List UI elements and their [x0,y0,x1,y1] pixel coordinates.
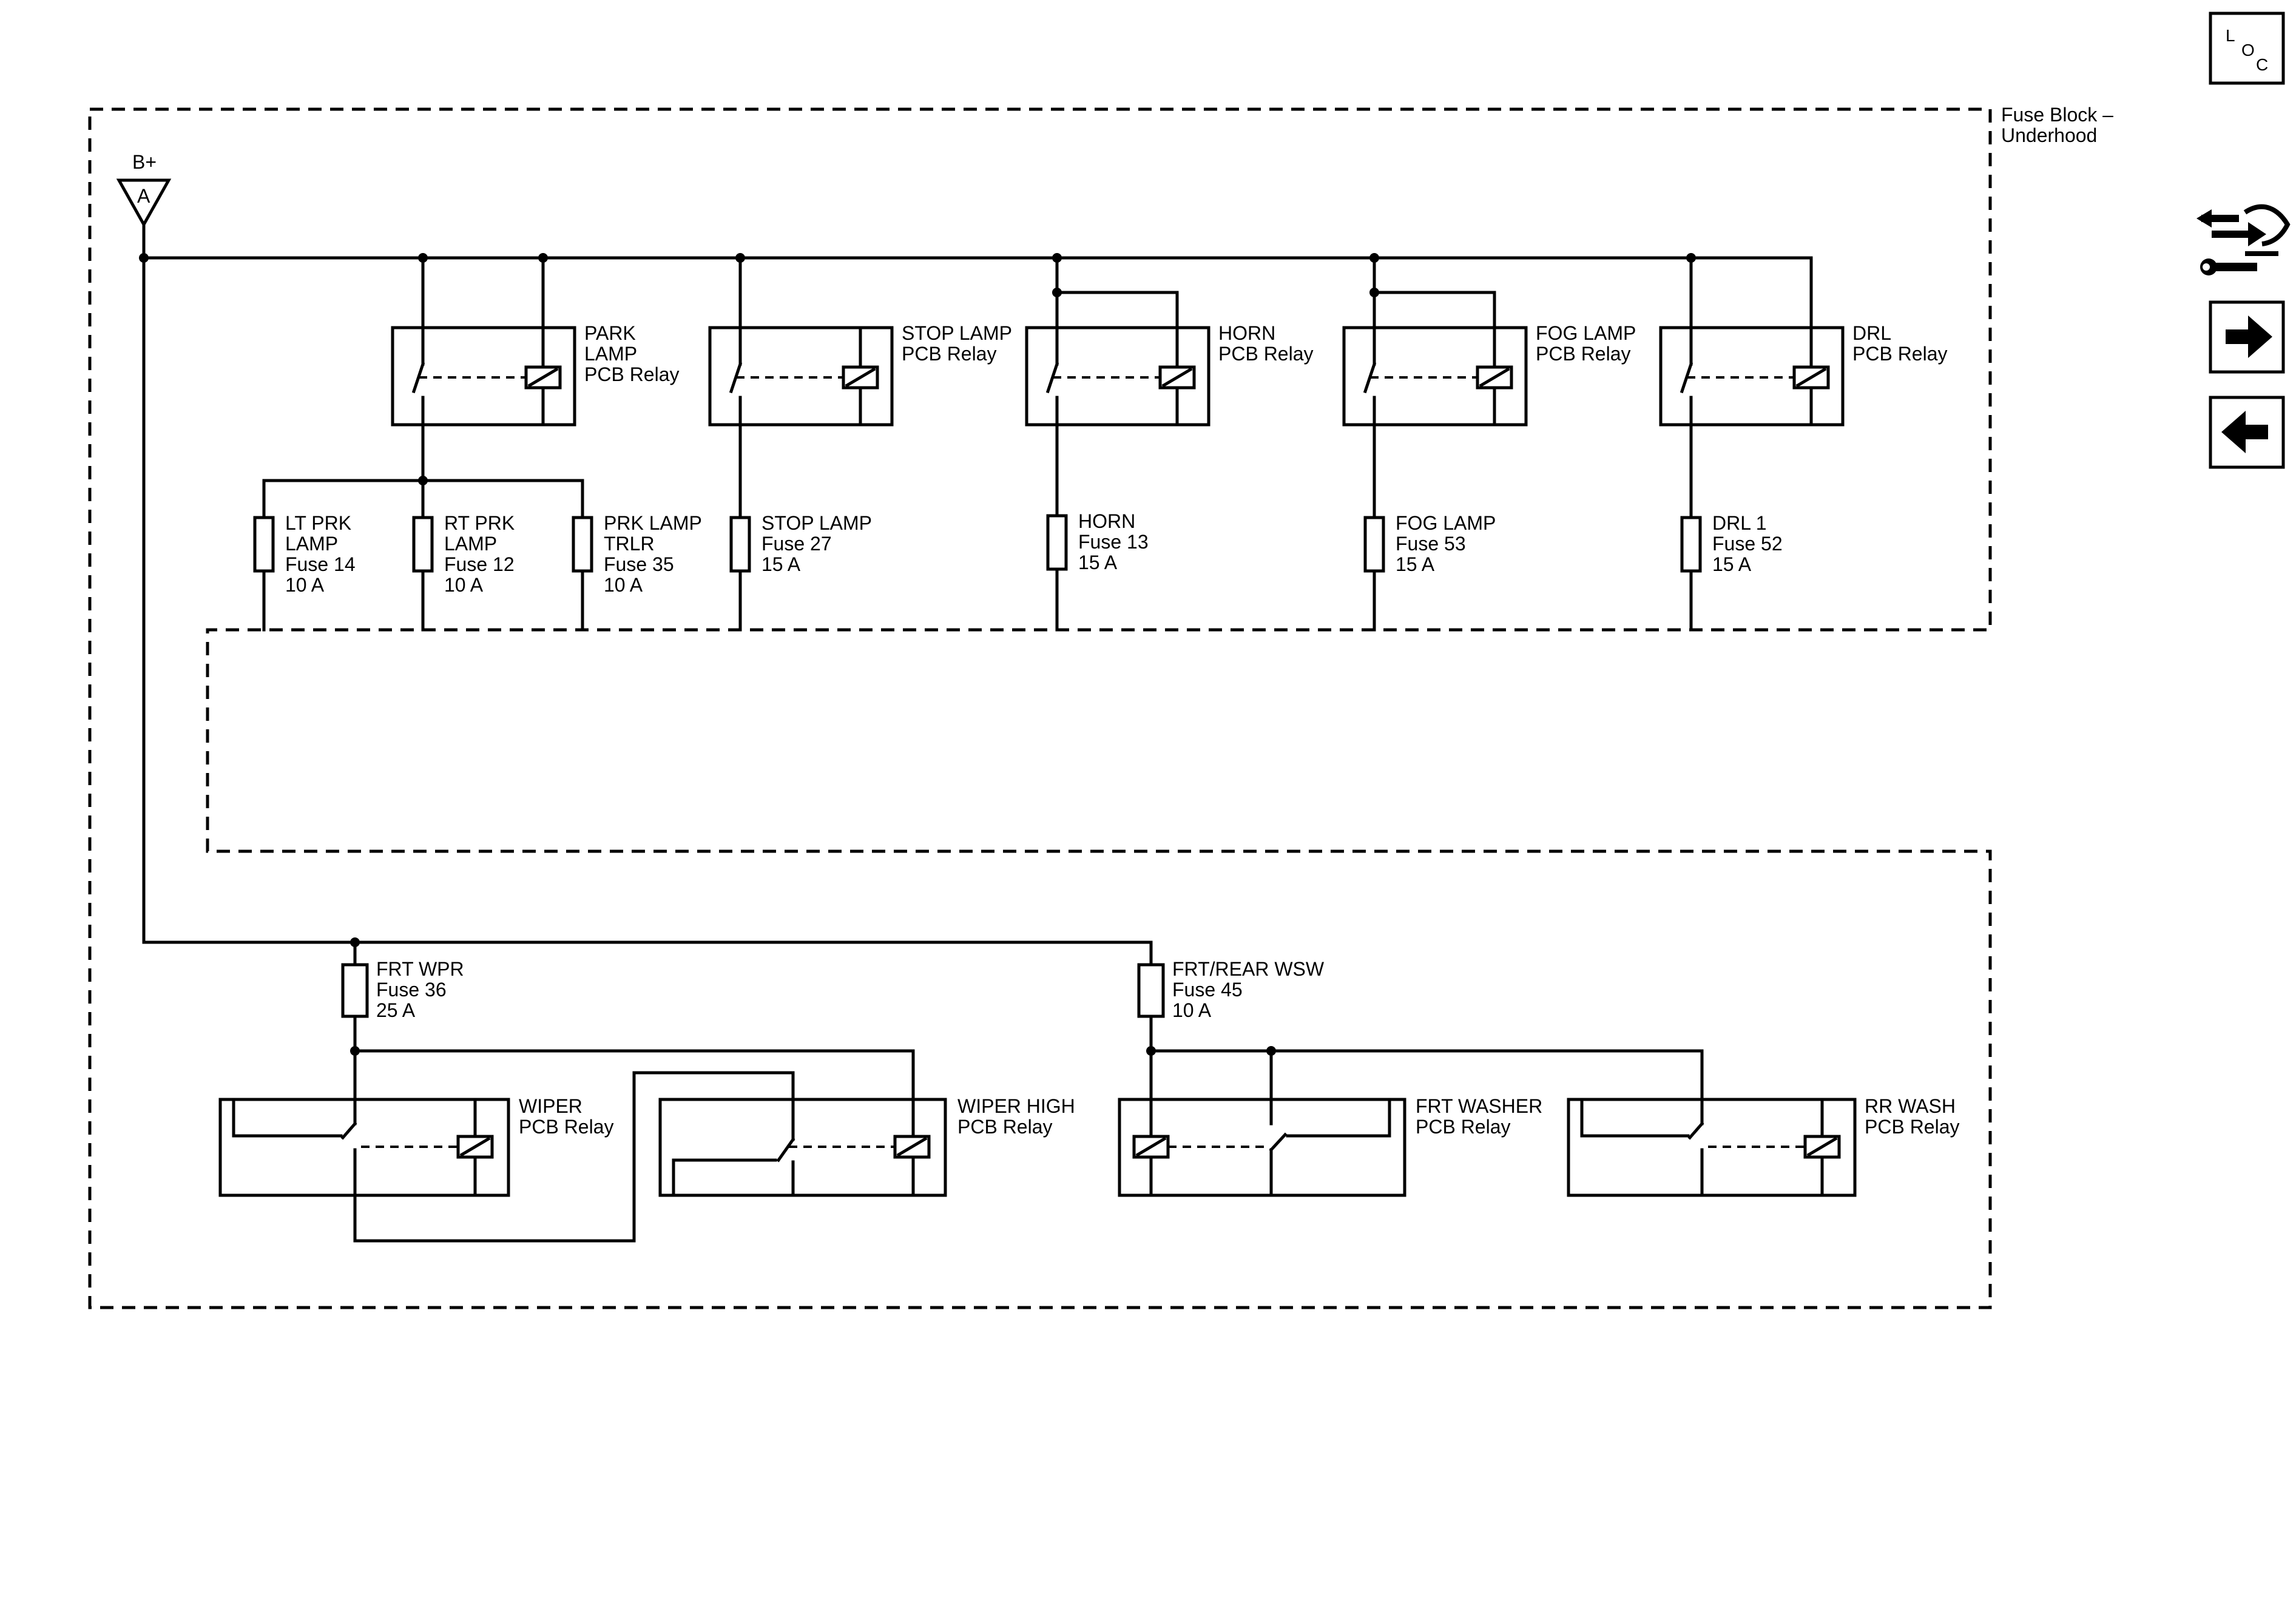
fuse-label-36-2: Fuse 36 [376,979,447,1001]
loc-letter-c: C [2256,55,2268,74]
relay-label-drl-1: DRL [1852,322,1891,344]
fuse-label-13-2: Fuse 13 [1078,531,1149,553]
fuse-label-27-3: 15 A [761,553,801,575]
relay-label-rr-wash-1: RR WASH [1865,1095,1956,1117]
fuse-label-45-3: 10 A [1172,999,1212,1021]
fuse-lt-prk-lamp [253,479,275,632]
fuse-label-36-3: 25 A [376,999,416,1021]
fuse-label-52-1: DRL 1 [1712,512,1767,534]
fuse-drl-1 [1680,423,1702,632]
fuse-label-53-3: 15 A [1396,553,1435,575]
relay-label-rr-wash-2: PCB Relay [1865,1116,1960,1138]
stop-lamp-relay [708,253,894,427]
rr-wash-relay [1567,1049,1857,1197]
fuse-label-12-2: LAMP [444,533,497,555]
fuse-fog-lamp [1363,423,1385,632]
loc-letter-o: O [2241,41,2255,59]
fuse-label-27-2: Fuse 27 [761,533,832,555]
relay-label-fog-2: PCB Relay [1536,343,1631,365]
relay-label-park-2: LAMP [584,343,637,365]
fuse-label-12-4: 10 A [444,574,484,596]
horn-relay [1025,253,1210,427]
fuse-stop-lamp [729,423,751,632]
fuse-label-14-4: 10 A [285,574,325,596]
fuse-label-45-2: Fuse 45 [1172,979,1243,1001]
park-lamp-relay [391,253,576,427]
fuse-label-53-2: Fuse 53 [1396,533,1466,555]
right-arrow-icon [2226,316,2272,358]
fuse-label-35-3: Fuse 35 [604,553,674,575]
fuse-label-14-2: LAMP [285,533,338,555]
battery-connector: B+ A [116,151,172,228]
fuse-label-13-1: HORN [1078,510,1135,532]
prev-button[interactable] [2209,396,2285,469]
fuse-label-35-2: TRLR [604,533,655,555]
relay-label-frt-washer-2: PCB Relay [1416,1116,1511,1138]
fuse-frt-rear-wsw [1137,940,1165,1056]
relay-label-wiper-high-1: WIPER HIGH [957,1095,1075,1117]
block-label-line1: Fuse Block – [2001,104,2113,126]
fuse-label-53-1: FOG LAMP [1396,512,1496,534]
relay-label-wiper-1: WIPER [519,1095,582,1117]
relay-label-stop-2: PCB Relay [902,343,997,365]
park-fuse-branch [262,423,584,485]
relay-label-stop-1: STOP LAMP [902,322,1012,344]
fuse-label-52-3: 15 A [1712,553,1752,575]
relay-label-wiper-2: PCB Relay [519,1116,614,1138]
frt-washer-relay [1118,1046,1704,1197]
fuse-block-boundary [88,107,1992,1309]
fuse-label-36-1: FRT WPR [376,958,464,980]
block-label-line2: Underhood [2001,124,2097,146]
fuse-label-27-1: STOP LAMP [761,512,872,534]
bottom-bus [142,937,1153,947]
fuse-label-35-4: 10 A [604,574,643,596]
relay-label-horn-1: HORN [1218,322,1275,344]
fuse-label-14-1: LT PRK [285,512,351,534]
relay-label-park-1: PARK [584,322,636,344]
drl-relay [1659,253,1845,427]
fuse-label-45-1: FRT/REAR WSW [1172,958,1325,980]
relay-label-park-3: PCB Relay [584,363,680,385]
fuse-label-14-3: Fuse 14 [285,553,356,575]
relay-label-horn-2: PCB Relay [1218,343,1314,365]
fuse-label-52-2: Fuse 52 [1712,533,1783,555]
relay-label-drl-2: PCB Relay [1852,343,1948,365]
fog-lamp-relay [1342,253,1528,427]
fuse-frt-wpr [341,940,369,1056]
loc-button[interactable]: L O C [2209,12,2285,85]
relay-label-frt-washer-1: FRT WASHER [1416,1095,1542,1117]
battery-connector-letter: A [137,185,150,207]
fuse-label-12-3: Fuse 12 [444,553,515,575]
fuse-rt-prk-lamp [412,479,434,632]
relay-label-fog-1: FOG LAMP [1536,322,1636,344]
wiper-relay [218,1049,915,1243]
loc-letter-l: L [2226,26,2235,45]
relay-label-wiper-high-2: PCB Relay [957,1116,1053,1138]
next-button[interactable] [2209,300,2285,374]
arrow-wrench-icon[interactable] [2195,204,2291,275]
fuse-label-13-3: 15 A [1078,552,1118,573]
fuse-label-12-1: RT PRK [444,512,515,534]
fuse-label-35-1: PRK LAMP [604,512,702,534]
left-arrow-icon [2221,411,2268,453]
fuse-horn [1046,423,1068,632]
battery-label: B+ [132,151,157,173]
wiper-high-relay [632,1049,947,1243]
fuse-prk-lamp-trlr [572,479,593,632]
